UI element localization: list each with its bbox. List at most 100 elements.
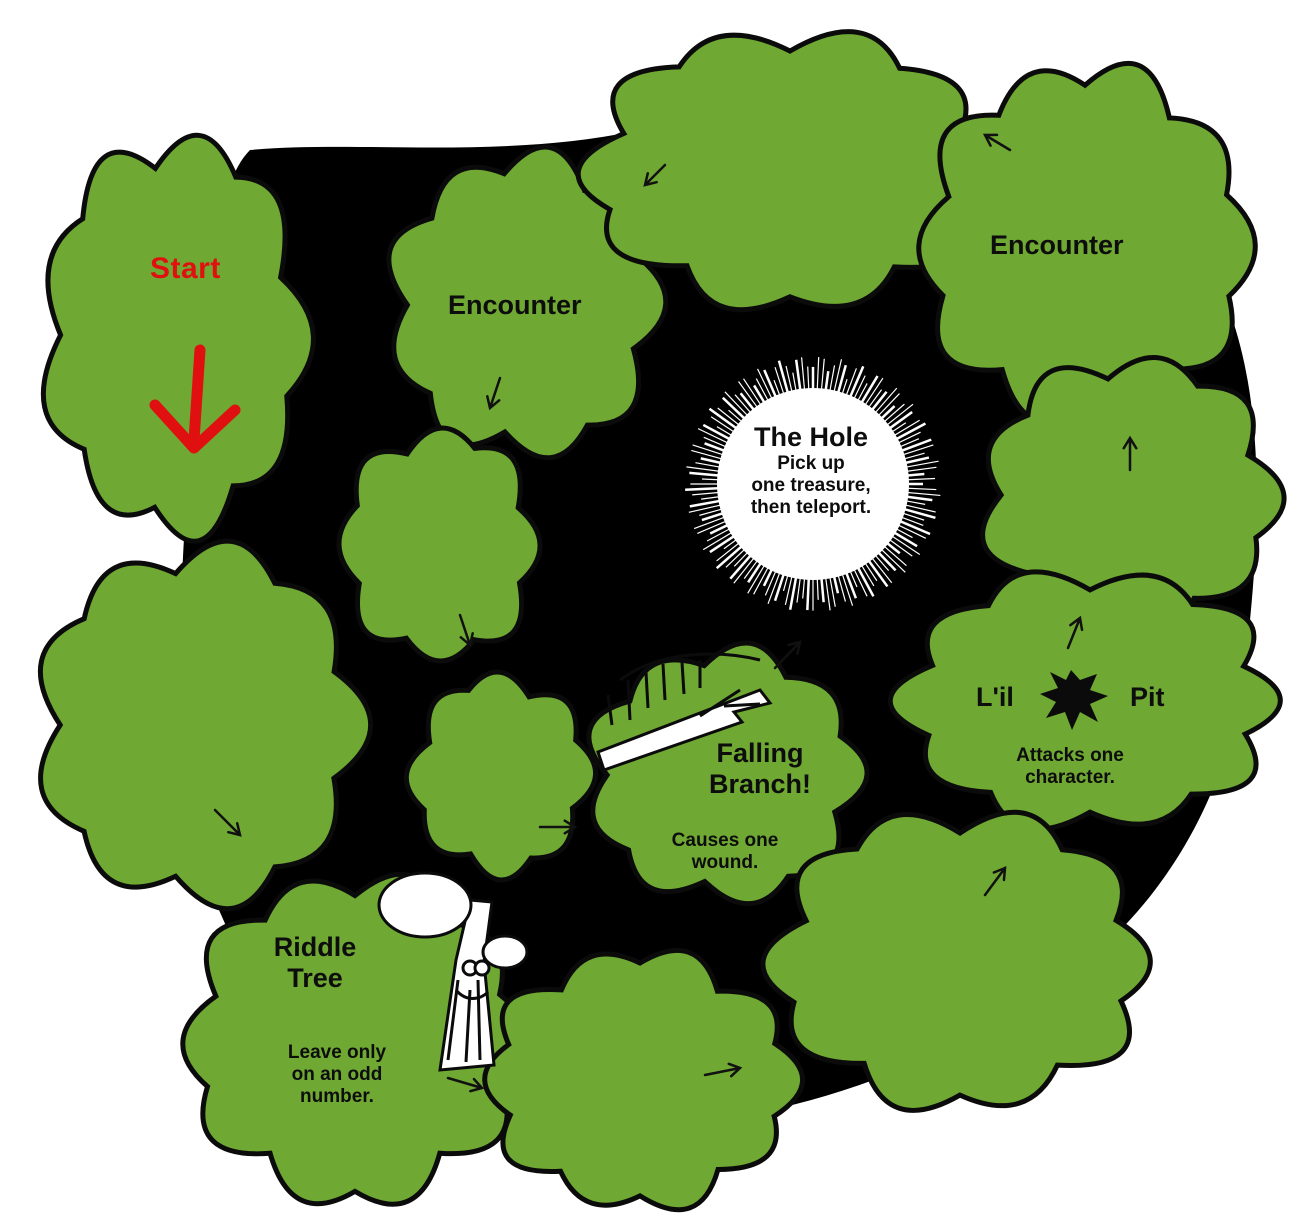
encounter-left-label[interactable]: Encounter — [448, 290, 582, 320]
hole-ray — [747, 560, 764, 583]
falling-branch-desc-2: wound. — [691, 851, 759, 873]
hole-burst-icon — [685, 357, 941, 611]
hole-ray — [893, 422, 927, 442]
hole-ray — [881, 403, 905, 424]
hole-ray — [816, 357, 820, 393]
hole-label[interactable]: The Hole Pick up one treasure, then tele… — [716, 422, 906, 519]
hole-ray — [903, 460, 939, 469]
hole-ray — [706, 527, 733, 542]
hole-ray — [884, 403, 914, 428]
plain-space-left[interactable] — [37, 538, 373, 912]
riddle-tree-title-1: Riddle — [273, 932, 357, 962]
hole-ray — [764, 568, 778, 596]
hole-ray — [699, 507, 725, 516]
hole-ray — [757, 368, 774, 402]
hole-ray — [739, 392, 757, 413]
hole-ray — [844, 368, 857, 399]
hole-title: The Hole — [753, 422, 868, 452]
hole-ray — [887, 537, 913, 557]
falling-branch-icon — [596, 652, 773, 772]
riddle-tree-desc-1: Leave only — [287, 1042, 387, 1063]
path-direction-arrows — [213, 133, 1138, 1093]
hole-ray — [869, 555, 893, 584]
riddle-tree-label[interactable]: Riddle Tree — [260, 932, 370, 994]
hole-ray — [900, 444, 934, 457]
lil-pit-desc-1: Attacks one — [1016, 745, 1124, 766]
riddle-tree-desc: Leave only on an odd number. — [262, 1042, 412, 1108]
hole-ray — [879, 547, 906, 573]
lil-pit-desc-2: character. — [1025, 766, 1115, 788]
hole-ray — [863, 377, 884, 408]
plain-space-top[interactable] — [575, 29, 1000, 313]
hole-ray — [691, 449, 725, 461]
hole-ray — [898, 515, 924, 526]
hole-ray — [702, 423, 733, 442]
falling-branch-space[interactable] — [586, 640, 870, 907]
hole-ray — [859, 562, 875, 587]
hole-ray — [743, 558, 760, 579]
falling-branch-title-2: Branch! — [708, 769, 811, 800]
hole-ray — [828, 574, 836, 607]
start-label[interactable]: Start — [150, 252, 221, 285]
hole-ray — [688, 503, 724, 513]
hole-ray — [767, 569, 782, 605]
start-space[interactable] — [40, 132, 316, 544]
hole-ray — [724, 391, 750, 418]
plain-space-bottom-right[interactable] — [760, 809, 1153, 1113]
hole-ray — [738, 381, 760, 410]
hole-ray — [743, 378, 763, 408]
hole-ray — [904, 477, 936, 481]
hole-ray — [689, 499, 723, 508]
hole-ray — [733, 555, 757, 584]
lil-pit-desc: Attacks one character. — [990, 745, 1150, 789]
hole-ray — [869, 390, 888, 413]
hole-ray — [895, 523, 927, 539]
path-direction-arrow-icon — [213, 808, 242, 837]
hole-ray — [902, 503, 936, 513]
hole-ray — [753, 564, 770, 595]
hole-ray — [852, 566, 868, 597]
hole-ray — [901, 507, 936, 519]
hole-ray — [717, 407, 742, 428]
hole-ray — [807, 366, 810, 393]
hole-ray — [836, 572, 847, 602]
hole-ray — [697, 519, 729, 534]
hole-ray — [800, 357, 806, 393]
lil-pit-label-right[interactable]: Pit — [1130, 682, 1165, 712]
plain-space-bottom[interactable] — [482, 947, 805, 1213]
hole-ray — [709, 533, 737, 554]
hole-ray — [866, 557, 889, 588]
lil-pit-label-left[interactable]: L'il — [976, 682, 1014, 712]
hole-ray — [904, 487, 937, 491]
hole-ray — [836, 364, 848, 396]
red-down-arrow-icon — [149, 344, 241, 454]
hole-ray — [701, 511, 726, 522]
hole-ray — [692, 491, 722, 496]
plain-space-center-a[interactable] — [336, 425, 543, 664]
path-direction-arrow-icon — [983, 866, 1007, 897]
hole-desc-2: one treasure, — [751, 474, 871, 496]
riddle-tree-desc-2: on an odd — [291, 1063, 383, 1085]
hole-ray — [755, 378, 770, 404]
hole-ray — [895, 431, 921, 445]
hole-ray — [876, 393, 900, 418]
falling-branch-title-1: Falling — [716, 738, 804, 768]
hole-ray — [715, 543, 745, 570]
falling-branch-label[interactable]: Falling Branch! — [690, 738, 830, 800]
riddle-tree-title-2: Tree — [287, 963, 343, 994]
hole-ray — [794, 359, 802, 394]
hole-ray — [902, 456, 930, 465]
path-direction-arrow-icon — [446, 1076, 485, 1093]
hole-ray — [859, 375, 879, 406]
hole-ray — [784, 573, 794, 606]
encounter-right-label[interactable]: Encounter — [990, 230, 1124, 260]
hole-ray — [903, 495, 933, 502]
hole-ray — [886, 410, 913, 431]
path-direction-arrow-icon — [773, 640, 802, 670]
hole-circle[interactable] — [717, 388, 909, 580]
hole-ray — [832, 359, 843, 395]
hole-ray — [763, 369, 778, 400]
hole-desc-1: Pick up — [777, 453, 845, 475]
falling-branch-desc: Causes one wound. — [660, 830, 790, 874]
